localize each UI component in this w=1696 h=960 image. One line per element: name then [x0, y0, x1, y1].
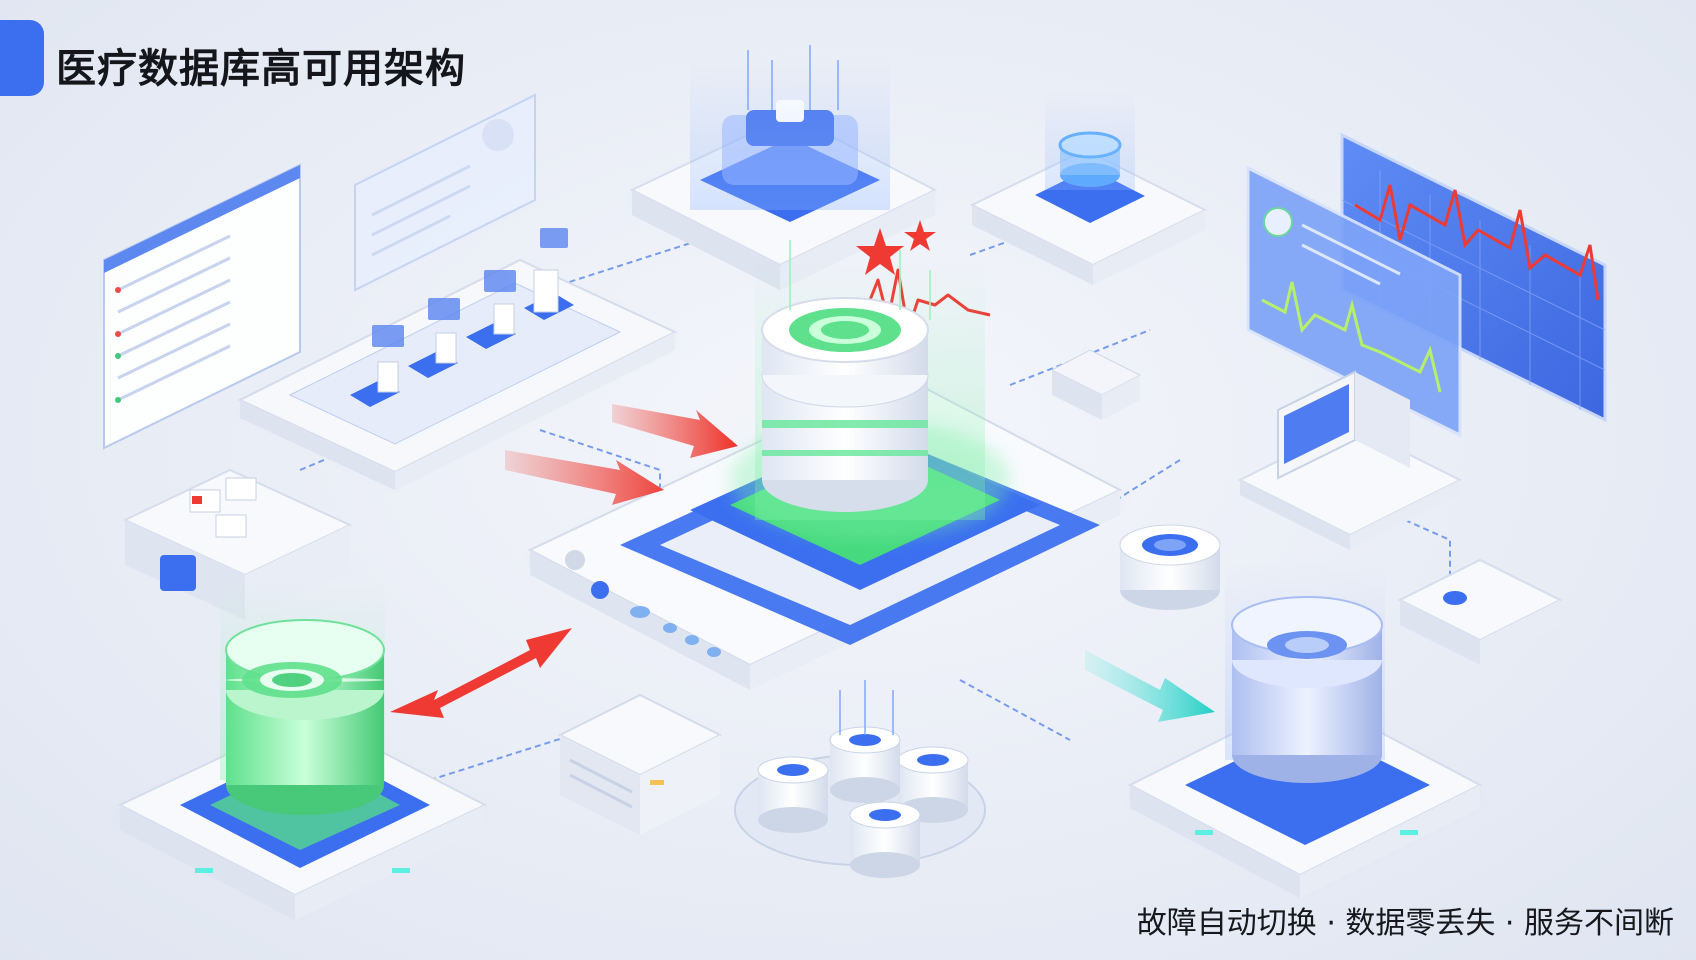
failure-alert-icon [856, 220, 936, 275]
footer-tagline: 故障自动切换 · 数据零丢失 · 服务不间断 [1136, 906, 1674, 941]
patient-vitals-panel [1246, 165, 1462, 438]
monitor-node-top-right [969, 90, 1208, 285]
title-accent-bar [0, 20, 44, 96]
monitor-terminal-icon [1237, 370, 1463, 550]
patient-profile-card [354, 93, 536, 292]
failover-arrows-red [505, 404, 738, 505]
server-rack-platform [237, 228, 678, 490]
database-primary-green-icon [755, 240, 985, 520]
page-title: 医疗数据库高可用架构 [56, 46, 466, 92]
replication-arrow-cyan [1085, 650, 1215, 722]
link-bottom-left [429, 719, 621, 781]
cache-node [1119, 524, 1221, 610]
link-top-left [559, 239, 701, 286]
dashboard-screen-left [103, 163, 301, 450]
storage-box [557, 693, 723, 835]
edge-device-right [1397, 558, 1563, 665]
gateway-device [1050, 349, 1142, 420]
link-far-right [1404, 519, 1451, 580]
database-replica-blue-icon [1127, 560, 1483, 898]
sync-arrow-red [390, 628, 572, 718]
database-standby-green-icon [117, 580, 488, 920]
link-bottom-right [959, 679, 1071, 741]
server-units [350, 269, 574, 407]
link-center-left [539, 429, 661, 500]
storage-cluster-icon [734, 680, 986, 878]
